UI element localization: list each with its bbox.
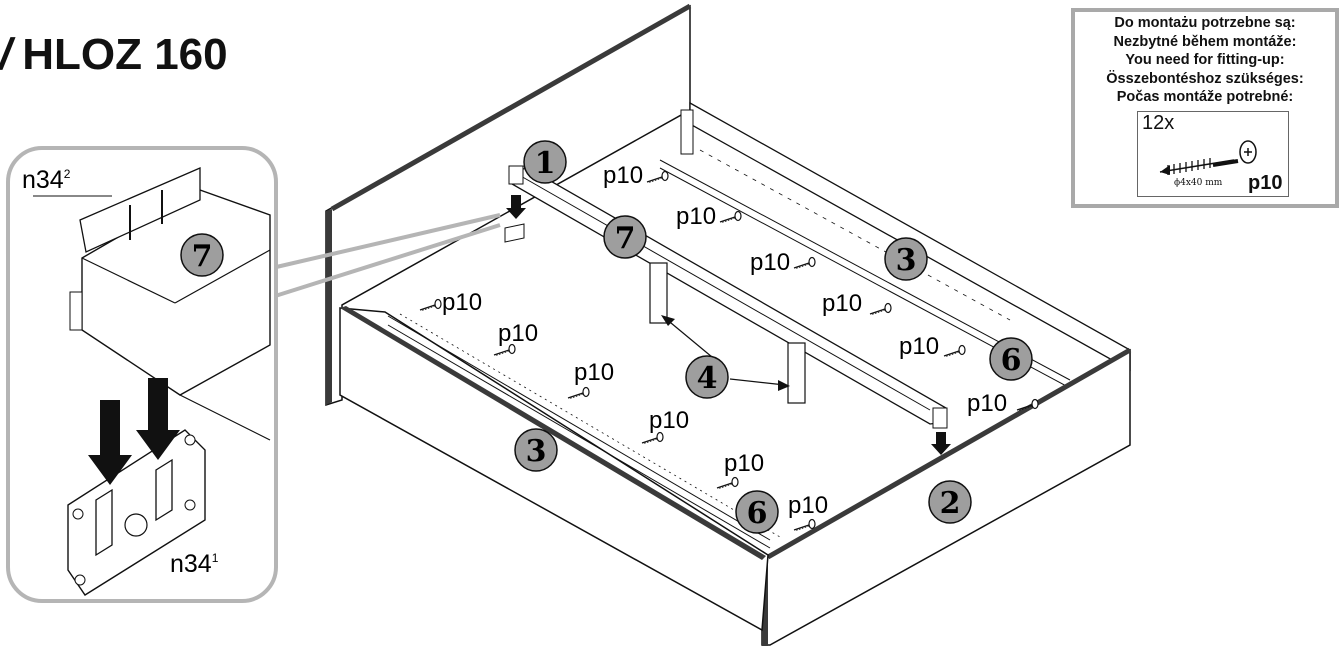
badge-leg: 4 <box>685 355 729 399</box>
svg-text:p10: p10 <box>498 320 538 347</box>
badge-center-beam: 7 <box>603 215 647 259</box>
badge-slat-rail-left: 6 <box>735 490 779 534</box>
center-legs <box>649 262 806 404</box>
svg-text:p10: p10 <box>724 450 764 477</box>
badge-headboard: 1 <box>523 140 567 184</box>
svg-text:p10: p10 <box>442 289 482 316</box>
requirement-line-pl: Do montażu potrzebne są: <box>1114 15 1296 31</box>
requirement-line-en: You need for fitting-up: <box>1125 52 1285 68</box>
svg-text:p10: p10 <box>676 203 716 230</box>
svg-text:7: 7 <box>615 221 636 256</box>
screw-callout: p10 <box>967 390 1039 417</box>
screw-callout: p10 <box>567 359 614 400</box>
svg-text:7: 7 <box>192 239 213 274</box>
screw-code: p10 <box>1248 172 1283 194</box>
svg-text:p10: p10 <box>603 162 643 189</box>
badge-detail-center-beam: 7 <box>180 233 224 277</box>
badge-side-rail-left: 3 <box>514 428 558 472</box>
svg-text:p10: p10 <box>574 359 614 386</box>
screw-callout: p10 <box>419 289 482 316</box>
required-hardware-box: Do montażu potrzebne są: Nezbytné během … <box>1071 8 1339 208</box>
badge-side-rail-right: 3 <box>884 237 928 281</box>
svg-text:3: 3 <box>526 434 547 469</box>
screw-callout: p10 <box>822 290 892 317</box>
requirement-line-cz: Nezbytné během montáže: <box>1113 33 1297 50</box>
screw-quantity: 12x <box>1142 112 1175 134</box>
screw-callout: p10 <box>716 450 764 490</box>
screw-callout: p10 <box>899 333 966 360</box>
badge-slat-rail-right: 6 <box>989 337 1033 381</box>
page-title: /HLOZ 160 <box>0 30 228 80</box>
model-name: HLOZ 160 <box>22 30 228 79</box>
callout-connector <box>271 213 501 299</box>
badge-footboard: 2 <box>928 480 972 524</box>
svg-text:p10: p10 <box>649 407 689 434</box>
svg-text:p10: p10 <box>750 249 790 276</box>
svg-text:p10: p10 <box>822 290 862 317</box>
screw-callouts: p10 p10 p10 p10 p10 p10 p10 p10 p10 p10 … <box>419 162 1039 532</box>
screw-size: ϕ4x40 mm <box>1174 178 1223 188</box>
detail-callout <box>6 146 278 603</box>
screw-icon <box>1159 140 1257 175</box>
screw-callout: p10 <box>788 492 828 532</box>
screw-callout: p10 <box>750 249 816 276</box>
screw-spec-box: 12x ϕ4x40 mm p10 <box>1137 111 1289 197</box>
bracket-label-lower: n341 <box>170 550 219 578</box>
requirement-line-hu: Összebontéshoz szükséges: <box>1106 70 1304 87</box>
svg-text:6: 6 <box>1001 343 1022 378</box>
requirement-lines: Do montażu potrzebne są: Nezbytné během … <box>1075 12 1335 107</box>
svg-text:1: 1 <box>535 146 556 181</box>
svg-text:p10: p10 <box>967 390 1007 417</box>
screw-callout: p10 <box>676 203 742 230</box>
bracket-label-upper: n342 <box>22 166 71 194</box>
screw-callout: p10 <box>641 407 689 445</box>
requirement-line-sk: Počas montáže potrebné: <box>1116 89 1294 105</box>
screw-callout: p10 <box>603 162 669 189</box>
svg-text:3: 3 <box>896 243 917 278</box>
screw-callout: p10 <box>493 320 538 357</box>
part-badges: 1 7 3 6 4 3 6 2 <box>180 140 1033 534</box>
svg-text:p10: p10 <box>899 333 939 360</box>
svg-text:2: 2 <box>940 486 961 521</box>
svg-text:4: 4 <box>697 361 718 396</box>
svg-text:p10: p10 <box>788 492 828 519</box>
headboard-panel <box>325 3 692 407</box>
svg-text:6: 6 <box>747 496 768 531</box>
left-side-rail <box>339 306 781 632</box>
